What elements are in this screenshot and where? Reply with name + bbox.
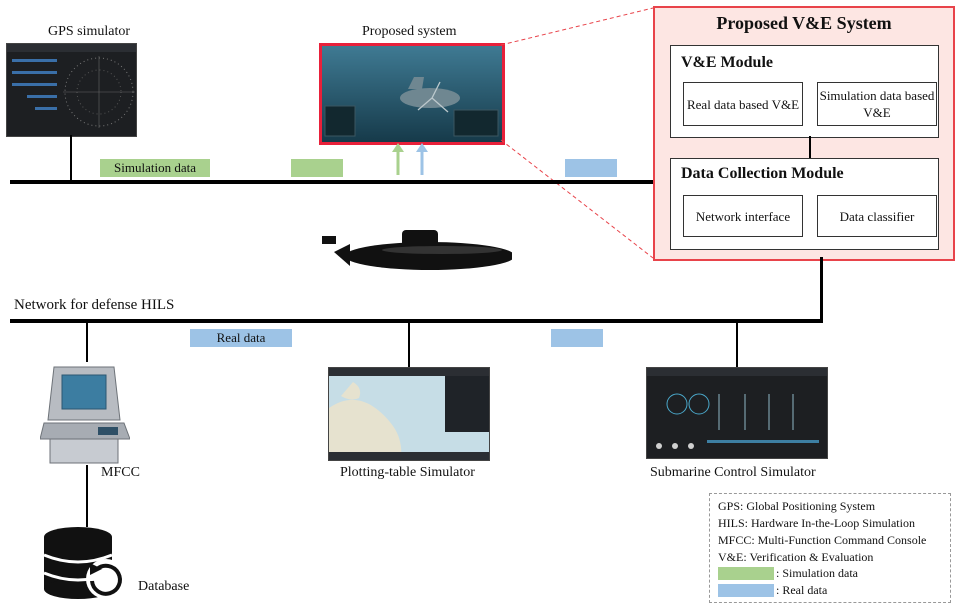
simulation-data-ve-cell: Simulation data based V&E	[817, 82, 937, 126]
gps-simulator-label: GPS simulator	[48, 24, 131, 39]
database-connector	[86, 465, 88, 527]
proposed-system-screenshot	[319, 43, 505, 145]
gps-connector	[70, 135, 72, 181]
mfcc-label: MFCC	[101, 465, 140, 480]
simulation-data-tag: Simulation data	[100, 159, 210, 177]
legend-line-gps: GPS: Global Positioning System	[718, 499, 876, 513]
map-graphic	[329, 368, 489, 460]
legend-real-label: : Real data	[776, 583, 828, 597]
mfcc-console-icon	[40, 366, 130, 464]
real-data-tag-top	[565, 159, 617, 177]
data-classifier-cell: Data classifier	[817, 195, 937, 237]
simulation-data-tag-2	[291, 159, 343, 177]
data-collection-module: Data Collection Module Network interface…	[670, 158, 939, 250]
proposed-system-label: Proposed system	[362, 24, 457, 39]
real-data-tag-2	[551, 329, 603, 347]
dc-module-title: Data Collection Module	[681, 165, 844, 182]
gps-radar-graphic	[7, 44, 136, 128]
submarine-underwater-scene	[322, 46, 502, 142]
legend-box: GPS: Global Positioning System HILS: Har…	[709, 493, 951, 603]
ve-module: V&E Module Real data based V&E Simulatio…	[670, 45, 939, 138]
network-interface-cell: Network interface	[683, 195, 803, 237]
ve-module-title: V&E Module	[681, 54, 773, 71]
mfcc-connector	[86, 322, 88, 362]
real-data-ve-cell: Real data based V&E	[683, 82, 803, 126]
plotting-table-label: Plotting-table Simulator	[340, 465, 475, 480]
legend-swatch-real	[718, 584, 774, 597]
real-data-tag: Real data	[190, 329, 292, 347]
legend-simulation-label: : Simulation data	[776, 566, 858, 580]
module-connector	[809, 136, 811, 158]
legend-line-hils: HILS: Hardware In-the-Loop Simulation	[718, 516, 915, 530]
plotting-connector	[408, 322, 410, 367]
legend-line-ve: V&E: Verification & Evaluation	[718, 550, 874, 564]
legend-swatch-simulation	[718, 567, 774, 580]
legend-line-mfcc: MFCC: Multi-Function Command Console	[718, 533, 927, 547]
submarine-control-label: Submarine Control Simulator	[650, 465, 816, 480]
simulation-bus-line	[10, 180, 655, 184]
control-connector	[736, 322, 738, 367]
control-dashboard-graphic	[647, 368, 827, 449]
network-label: Network for defense HILS	[14, 297, 175, 313]
database-label: Database	[138, 579, 190, 594]
panel-network-connector	[820, 257, 823, 321]
plotting-table-screenshot	[328, 367, 490, 461]
panel-title: Proposed V&E System	[716, 13, 892, 33]
submarine-icon	[322, 230, 512, 270]
submarine-control-screenshot	[646, 367, 828, 459]
database-icon	[43, 527, 126, 599]
proposed-ve-system-panel: Proposed V&E System V&E Module Real data…	[653, 6, 955, 261]
gps-simulator-screenshot	[6, 43, 137, 137]
network-bus-line	[10, 319, 823, 323]
